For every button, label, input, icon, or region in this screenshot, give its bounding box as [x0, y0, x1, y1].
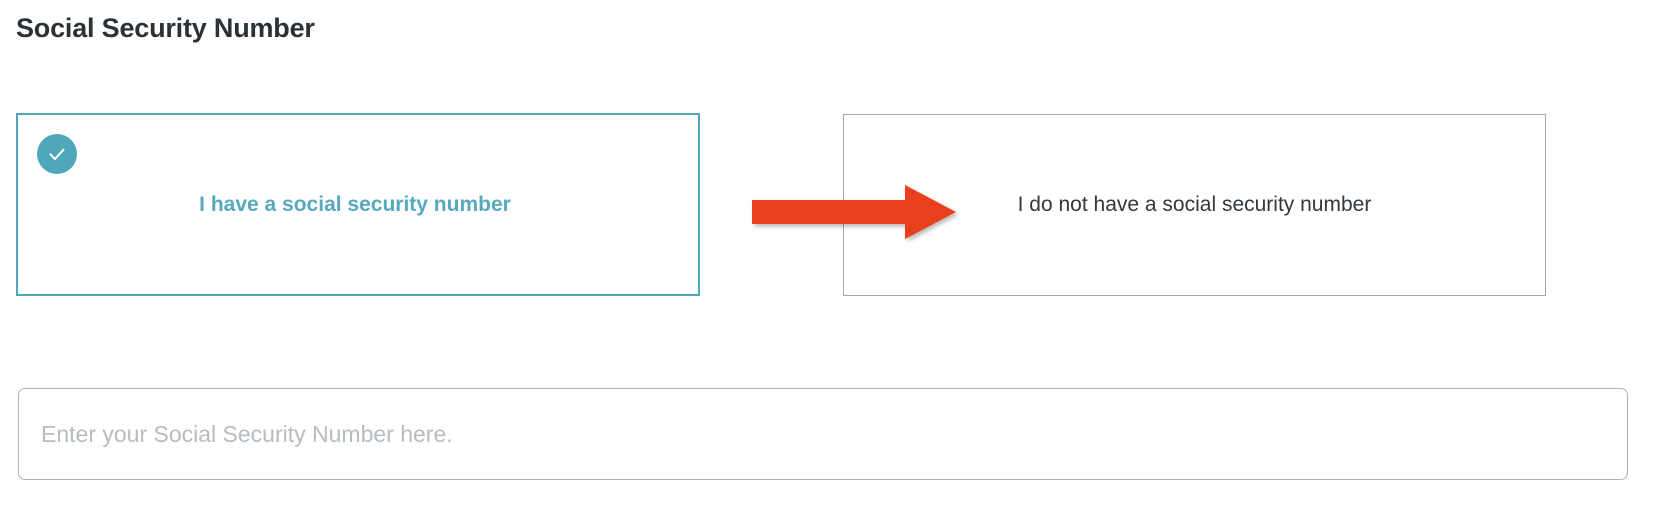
choice-label-have-ssn: I have a social security number [199, 192, 511, 216]
check-circle-icon [37, 134, 77, 174]
choice-card-no-ssn[interactable]: I do not have a social security number [843, 114, 1546, 296]
ssn-input[interactable] [18, 388, 1628, 480]
choice-label-no-ssn: I do not have a social security number [1017, 193, 1372, 216]
choice-card-have-ssn[interactable]: I have a social security number [16, 113, 700, 296]
ssn-input-container[interactable] [18, 388, 1628, 480]
page-title: Social Security Number [16, 13, 315, 43]
